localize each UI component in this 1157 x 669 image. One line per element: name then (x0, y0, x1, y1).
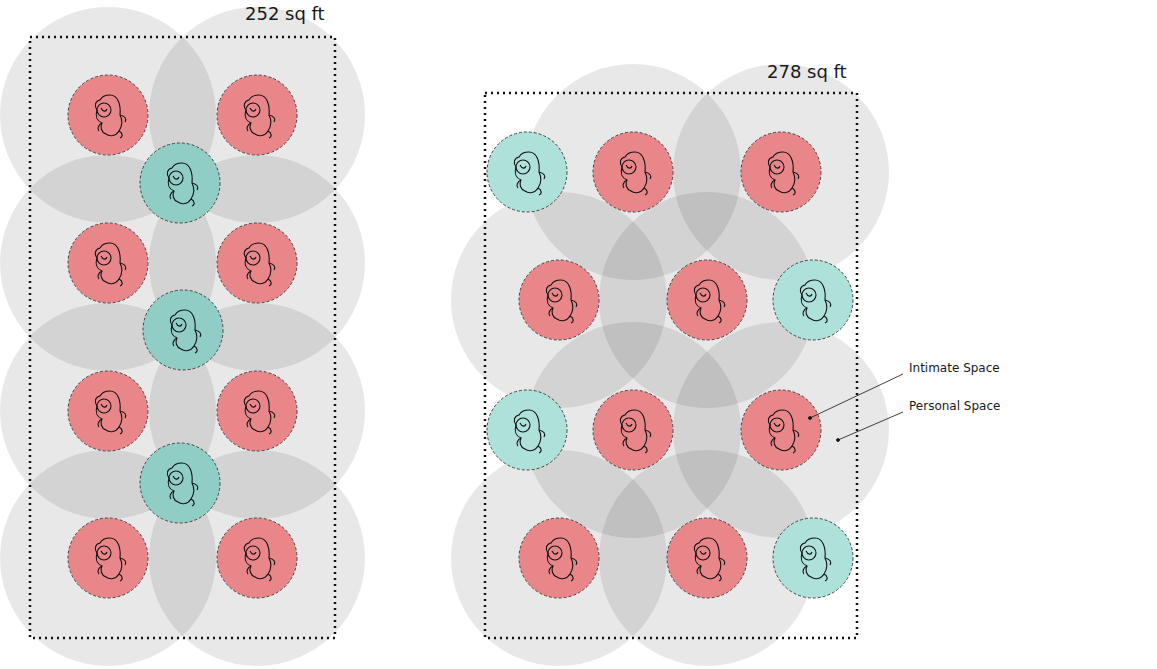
callout-label: Personal Space (909, 399, 1000, 413)
personal-space-circles (0, 7, 889, 666)
area-label: 278 sq ft (767, 61, 847, 83)
animal-icons (95, 95, 830, 581)
area-boundary (30, 37, 857, 638)
callout-label: Intimate Space (909, 361, 1000, 375)
intimate-space-circles (68, 75, 853, 598)
leader-lines (809, 374, 904, 442)
area-label: 252 sq ft (245, 3, 325, 25)
